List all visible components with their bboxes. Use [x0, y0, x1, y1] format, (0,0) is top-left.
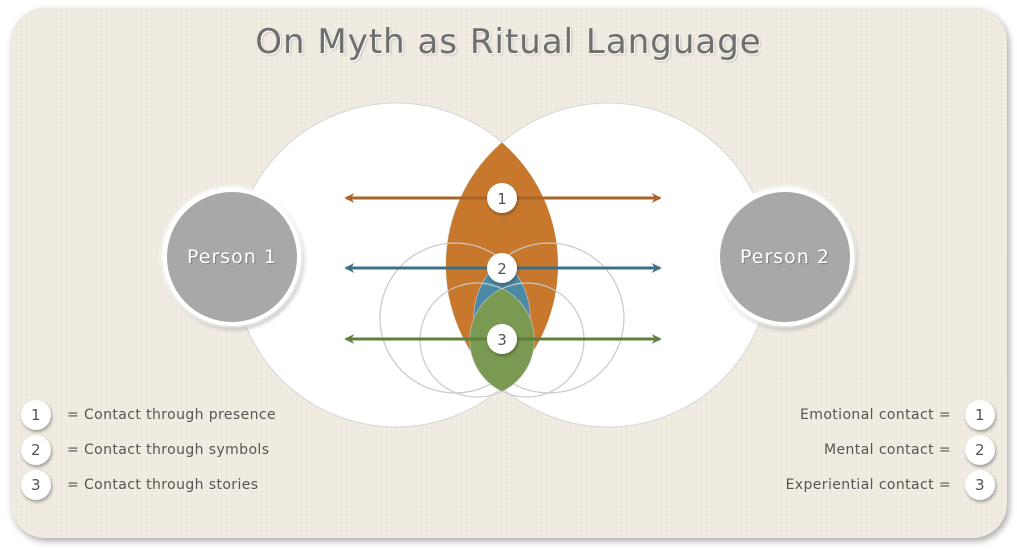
legend-text: = Contact through symbols: [67, 442, 270, 458]
person-2-node: Person 2: [716, 188, 854, 326]
legend-badge: 1: [21, 400, 51, 430]
legend-contact-kinds: Emotional contact = 1 Mental contact = 2…: [740, 398, 995, 508]
legend-item: Mental contact = 2: [824, 433, 995, 467]
person-2-label: Person 2: [740, 246, 830, 268]
legend-text: Experiential contact =: [785, 477, 951, 493]
legend-item: Experiential contact = 3: [786, 468, 995, 502]
legend-badge: 3: [21, 470, 51, 500]
legend-text: Mental contact =: [824, 442, 951, 458]
legend-text: = Contact through stories: [67, 477, 259, 493]
legend-item: 1 = Contact through presence: [21, 398, 276, 432]
legend-contact-types: 1 = Contact through presence 2 = Contact…: [21, 398, 341, 508]
arrow-badge-2: 2: [487, 253, 517, 283]
legend-badge: 1: [965, 400, 995, 430]
arrow-badge-label: 1: [497, 190, 507, 208]
person-1-node: Person 1: [163, 188, 301, 326]
legend-text: Emotional contact =: [800, 407, 951, 423]
arrow-badge-1: 1: [487, 183, 517, 213]
arrow-badge-3: 3: [487, 324, 517, 354]
person-1-label: Person 1: [187, 246, 277, 268]
legend-item: Emotional contact = 1: [800, 398, 995, 432]
legend-item: 3 = Contact through stories: [21, 468, 258, 502]
arrow-badge-label: 3: [497, 331, 507, 349]
legend-badge: 3: [965, 470, 995, 500]
legend-badge: 2: [21, 435, 51, 465]
legend-text: = Contact through presence: [67, 407, 276, 423]
page-title: On Myth as Ritual Language: [255, 22, 762, 62]
legend-badge: 2: [965, 435, 995, 465]
legend-item: 2 = Contact through symbols: [21, 433, 269, 467]
arrow-badge-label: 2: [497, 260, 507, 278]
